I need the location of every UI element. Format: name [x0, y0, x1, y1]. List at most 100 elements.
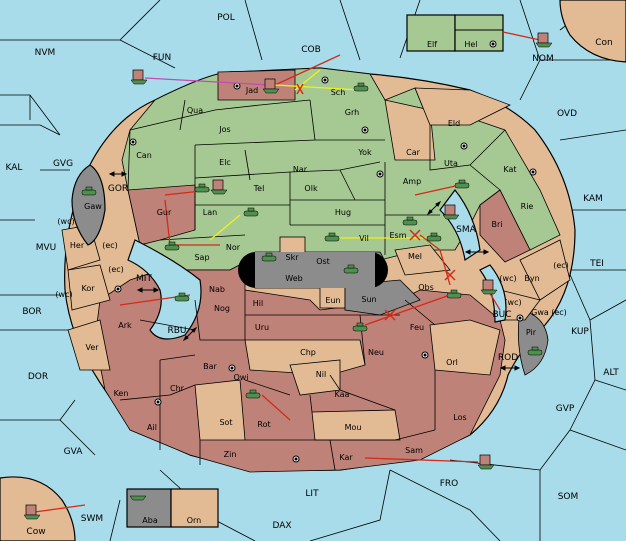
label-jad: Jad: [245, 86, 258, 95]
move-arrow: [419, 234, 441, 251]
label-pol: POL: [217, 13, 235, 23]
region-bri: [479, 189, 531, 263]
label-rot: Rot: [257, 420, 270, 429]
label-kat: Kat: [503, 165, 516, 174]
label-mel: Mel: [408, 252, 422, 261]
label-dax: DAX: [272, 521, 291, 531]
label-bri: Bri: [492, 220, 503, 229]
label-nom: NOM: [532, 54, 554, 64]
label-gor: GOR: [108, 184, 128, 194]
move-arrow: [364, 457, 479, 463]
label-dor: DOR: [28, 372, 48, 382]
coast-marks: (wc) (ec) (ec) (wc) (wc) (wc) (ec) (ec): [55, 217, 568, 317]
label-bar: Bar: [203, 362, 217, 371]
supply-center-dot-icon: [228, 364, 236, 372]
supply-center-dot-icon: [516, 314, 524, 322]
label-sch: Sch: [331, 88, 346, 97]
ship-icon: [23, 514, 41, 520]
label-mou: Mou: [345, 423, 362, 432]
label-kar: Kar: [339, 453, 353, 462]
label-los: Los: [453, 413, 466, 422]
label-grh: Grh: [345, 108, 359, 117]
label-nil: Nil: [316, 370, 326, 379]
supply-center-dot-icon: [489, 40, 497, 48]
label-nog: Nog: [214, 304, 230, 313]
label-som: SOM: [558, 492, 579, 502]
label-lit: LIT: [305, 489, 319, 499]
label-sma: SMA: [456, 225, 476, 235]
tank-icon: [164, 241, 180, 251]
sea-gaw-lake: [71, 164, 106, 246]
label-chr: Chr: [170, 384, 185, 393]
region-eld: [414, 87, 511, 126]
tank-icon: [454, 179, 470, 189]
move-arrow: [364, 294, 451, 326]
move-arrow: [414, 184, 461, 196]
label-amp: Amp: [403, 177, 421, 186]
label-ost: Ost: [316, 257, 330, 266]
move-arrow: [274, 54, 341, 86]
supply-center-dot-icon: [292, 455, 300, 463]
label-elc: Elc: [219, 158, 231, 167]
label-nor: Nor: [226, 243, 241, 252]
label-ark: Ark: [118, 321, 132, 330]
region-kor: [67, 264, 111, 311]
fleet-unit: [129, 495, 147, 501]
label-gur: Gur: [157, 208, 172, 217]
region-aba: [126, 488, 172, 528]
label-gvg: GVG: [53, 159, 73, 169]
label-hel: Hel: [464, 40, 477, 49]
label-her: Her: [70, 241, 85, 250]
label-rod: ROD: [498, 353, 518, 363]
tank-icon: [261, 252, 277, 262]
move-arrow: [144, 77, 271, 86]
supply-center-dot-icon: [114, 285, 122, 293]
label-eun: Eun: [325, 296, 340, 305]
label-bor: BOR: [22, 307, 41, 317]
supply-center-dot-icon: [361, 126, 369, 134]
ship-icon: [535, 42, 553, 48]
supply-centers: [114, 40, 537, 463]
ship-icon: [129, 495, 147, 501]
sea-labels: POL NVM FUN COB KAL GVG GOR MVU BOR MIT …: [6, 13, 620, 537]
region-gur: [127, 184, 196, 246]
coast-mark: (ec): [108, 265, 124, 274]
label-ken: Ken: [114, 389, 129, 398]
label-fro: FRO: [440, 479, 459, 489]
fleet-unit: [210, 179, 228, 195]
label-sun: Sun: [361, 295, 376, 304]
ship-icon: [480, 289, 498, 295]
coast-mark: (ec): [551, 308, 567, 317]
move-arrow: [502, 31, 541, 41]
ship-icon: [210, 189, 228, 195]
label-lan: Lan: [203, 208, 217, 217]
coast-mark: (ec): [102, 241, 118, 250]
region-con: [559, 0, 626, 63]
supply-center-dot-icon: [321, 76, 329, 84]
region-elf: [406, 14, 456, 52]
label-ovd: OVD: [557, 109, 577, 119]
label-mit: MIT: [136, 274, 152, 284]
coast-mark: (wc): [55, 290, 72, 299]
label-orn: Orn: [187, 516, 202, 525]
double-arrow-icon: [499, 365, 521, 371]
tank-icon: [324, 232, 340, 242]
label-hug: Hug: [335, 208, 351, 217]
region-mel: [394, 244, 451, 276]
supply-center-dot-icon: [154, 398, 162, 406]
tank-icon: [194, 183, 210, 193]
coast-mark: (wc): [504, 298, 521, 307]
coast-mark: (wc): [57, 217, 74, 226]
tank-icon: [352, 322, 368, 332]
supply-center-dot-icon: [421, 351, 429, 359]
label-chp: Chp: [300, 348, 316, 357]
move-arrow: [439, 249, 451, 286]
ship-icon: [477, 464, 495, 470]
region-cow: [0, 476, 76, 541]
label-kaa: Kaa: [335, 390, 350, 399]
land-labels: Elf Hel Jad Sch Qua Jos Grh Eld Can Yok …: [70, 40, 549, 525]
support-arrow: [274, 84, 361, 91]
label-hil: Hil: [253, 299, 263, 308]
label-cow: Cow: [26, 527, 45, 537]
label-pir: Pir: [526, 328, 537, 337]
